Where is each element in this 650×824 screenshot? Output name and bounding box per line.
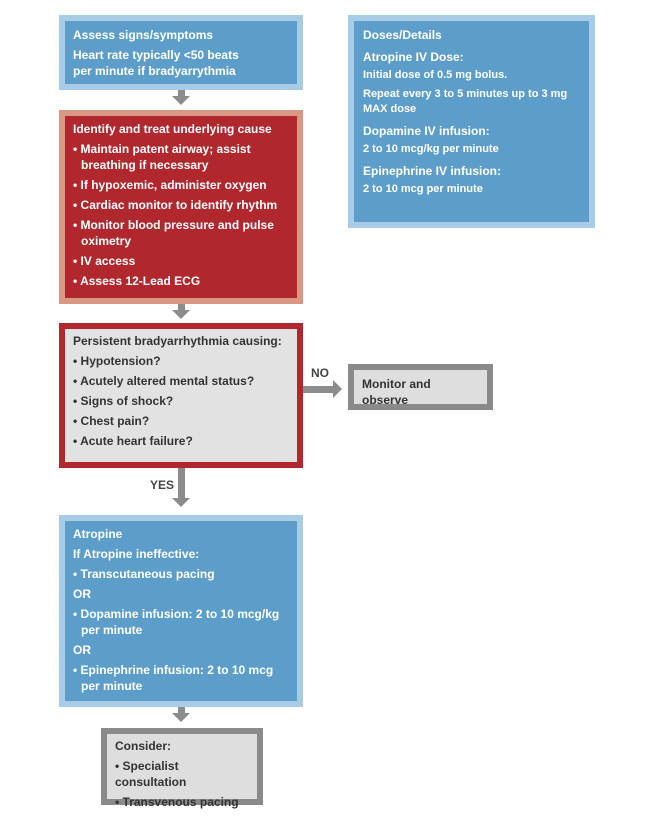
- consider-box: Consider: • Specialist consultation • Tr…: [101, 728, 263, 809]
- atropine-title: Atropine: [73, 527, 123, 541]
- identify-box: Identify and treat underlying cause • Ma…: [59, 110, 303, 304]
- persistent-item: • Chest pain?: [73, 414, 150, 428]
- connector-assess-identify: [178, 90, 185, 96]
- arrow-down-icon: [172, 96, 190, 105]
- connector-atropine-consider: [178, 707, 185, 713]
- arrow-down-icon: [172, 498, 190, 507]
- consider-item: • Transvenous pacing: [115, 795, 239, 809]
- arrow-down-icon: [172, 310, 190, 319]
- epinephrine-dose-title: Epinephrine IV infusion:: [363, 164, 501, 178]
- identify-item: • If hypoxemic, administer oxygen: [73, 178, 267, 192]
- identify-title: Identify and treat underlying cause: [73, 122, 272, 136]
- connector-identify-persistent: [178, 304, 185, 310]
- atropine-dose-line-2: Repeat every 3 to 5 minutes up to 3 mg: [363, 88, 568, 100]
- identify-item: • Cardiac monitor to identify rhythm: [73, 198, 278, 212]
- consider-item: • Specialist consultation: [115, 759, 187, 789]
- consider-title: Consider:: [115, 739, 172, 753]
- atropine-dose-line-3: MAX dose: [363, 103, 417, 115]
- doses-box: Doses/Details Atropine IV Dose: Initial …: [348, 15, 595, 228]
- identify-item: • Maintain patent airway; assist breathi…: [73, 142, 251, 172]
- atropine-dose-line-1: Initial dose of 0.5 mg bolus.: [363, 69, 508, 81]
- connector-yes: [178, 468, 185, 498]
- assess-title: Assess signs/symptoms: [73, 28, 214, 42]
- identify-item: • Monitor blood pressure and pulse oxime…: [73, 218, 274, 248]
- atropine-or: OR: [73, 587, 91, 601]
- identify-item: • IV access: [73, 254, 136, 268]
- persistent-title: Persistent bradyarrhythmia causing:: [73, 334, 282, 348]
- monitor-title: Monitor and observe: [362, 377, 431, 407]
- persistent-item: • Acute heart failure?: [73, 434, 193, 448]
- persistent-item: • Acutely altered mental status?: [73, 374, 255, 388]
- doses-title: Doses/Details: [363, 28, 442, 42]
- atropine-item: • Epinephrine infusion: 2 to 10 mcg per …: [73, 663, 274, 693]
- assess-box: Assess signs/symptoms Heart rate typical…: [59, 15, 303, 90]
- assess-line-1: Heart rate typically <50 beats: [73, 48, 239, 62]
- monitor-box: Monitor and observe: [348, 364, 493, 410]
- atropine-item: • Transcutaneous pacing: [73, 567, 215, 581]
- atropine-or: OR: [73, 643, 91, 657]
- identify-item: • Assess 12-Lead ECG: [73, 274, 201, 288]
- atropine-item: • Dopamine infusion: 2 to 10 mcg/kg per …: [73, 607, 280, 637]
- no-label: NO: [311, 366, 329, 380]
- dopamine-dose-title: Dopamine IV infusion:: [363, 124, 490, 138]
- dopamine-dose-line: 2 to 10 mcg/kg per minute: [363, 143, 499, 155]
- atropine-box: Atropine If Atropine ineffective: • Tran…: [59, 515, 303, 707]
- persistent-item: • Signs of shock?: [73, 394, 174, 408]
- persistent-box: Persistent bradyarrhythmia causing: • Hy…: [59, 323, 303, 468]
- assess-line-2: per minute if bradyarrythmia: [73, 64, 236, 78]
- arrow-down-icon: [172, 713, 190, 722]
- epinephrine-dose-line: 2 to 10 mcg per minute: [363, 183, 483, 195]
- atropine-dose-title: Atropine IV Dose:: [363, 50, 464, 64]
- arrow-right-icon: [333, 380, 342, 398]
- persistent-item: • Hypotension?: [73, 354, 161, 368]
- yes-label: YES: [150, 478, 175, 492]
- atropine-subtitle: If Atropine ineffective:: [73, 547, 200, 561]
- connector-no: [303, 386, 333, 393]
